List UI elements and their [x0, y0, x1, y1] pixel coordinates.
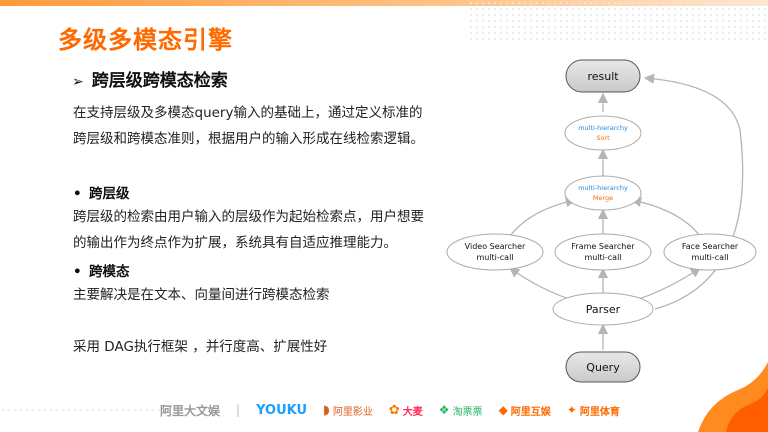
- edge-face-merge: [630, 196, 701, 237]
- frame-searcher-title: Frame Searcher: [571, 242, 635, 251]
- footer-brand-taopiaopiao: ❖淘票票: [438, 403, 483, 418]
- edge-video-merge: [509, 196, 577, 237]
- face-searcher-title: Face Searcher: [682, 242, 739, 251]
- bullet-label: 跨模态: [89, 264, 130, 280]
- edge-parser-face: [629, 267, 702, 303]
- bullet-dot-icon: •: [73, 264, 82, 280]
- video-searcher-sub: multi-call: [476, 253, 513, 262]
- footer-brand-alibaba-pictures: ◗阿里影业: [323, 402, 373, 418]
- footer-brand-alisports: ✦阿里体育: [566, 403, 620, 418]
- merge-node: [564, 175, 642, 211]
- top-gradient-bar: [0, 0, 768, 6]
- bullet-label: 跨层级: [89, 186, 130, 202]
- face-searcher-sub: multi-call: [691, 253, 728, 262]
- result-label: result: [587, 70, 619, 83]
- intro-line-2: 跨层级和跨模态准则，根据用户的输入形成在线检索逻辑。: [73, 131, 424, 147]
- cross-modal-paragraph: 主要解决是在文本、向量间进行跨模态检索: [73, 287, 330, 303]
- alibaba-games-logo-icon: ◆: [498, 403, 508, 417]
- footer-brand-youku: YOUKU: [256, 402, 308, 418]
- corner-flame-decoration: [698, 362, 768, 432]
- dag-paragraph: 采用 DAG执行框架 ，并行度高、扩展性好: [73, 339, 328, 355]
- query-label: Query: [586, 361, 620, 374]
- footer-dotted-line: [0, 409, 160, 411]
- sort-node: [564, 115, 642, 151]
- query-node: [565, 351, 641, 383]
- page-title: 多级多模态引擎: [58, 26, 233, 54]
- merge-top-label: multi-hierarchy: [578, 184, 628, 192]
- video-searcher-title: Video Searcher: [465, 242, 526, 251]
- edge-parser-video: [508, 267, 579, 303]
- parser-label: Parser: [586, 303, 621, 316]
- footer-separator: |: [236, 403, 241, 417]
- intro-line-1: 在支持层级及多模态query输入的基础上，通过定义标准的: [73, 105, 423, 121]
- bullet-cross-level: • 跨层级: [73, 182, 130, 202]
- cross-level-paragraph: 跨层级的检索由用户输入的层级作为起始检索点，用户想要 的输出作为终点作为扩展，系…: [73, 204, 453, 256]
- dot-pattern: [468, 0, 768, 40]
- parser-node: [552, 292, 654, 326]
- bullet-cross-modal: • 跨模态: [73, 260, 130, 280]
- bullet-dot-icon: •: [73, 186, 82, 202]
- arrow-bullet-icon: ➢: [72, 74, 84, 90]
- taopiaopiao-logo-icon: ❖: [438, 403, 450, 417]
- sort-bottom-label: Sort: [596, 134, 610, 142]
- video-searcher-node: [446, 233, 544, 271]
- alisports-logo-icon: ✦: [566, 403, 577, 417]
- face-searcher-node: [663, 233, 757, 271]
- cross-level-line-1: 跨层级的检索由用户输入的层级作为起始检索点，用户想要: [73, 209, 424, 225]
- footer-brand-damai: ✿大麦: [388, 402, 423, 418]
- frame-searcher-node: [554, 233, 652, 271]
- footer-brand-alibaba-ent: 阿里大文娱: [160, 403, 221, 418]
- section-heading: ➢ 跨层级跨模态检索: [72, 66, 228, 91]
- edge-parser-result-loop: [643, 73, 744, 310]
- footer-logos: 阿里大文娱 | YOUKU ◗阿里影业 ✿大麦 ❖淘票票 ◆阿里互娱 ✦阿里体育: [160, 398, 620, 422]
- frame-searcher-sub: multi-call: [584, 253, 621, 262]
- intro-paragraph: 在支持层级及多模态query输入的基础上，通过定义标准的 跨层级和跨模态准则，根…: [73, 100, 453, 152]
- cross-level-line-2: 的输出作为终点作为扩展，系统具有自适应推理能力。: [73, 235, 397, 251]
- section-heading-text: 跨层级跨模态检索: [91, 71, 228, 91]
- dag-diagram: result multi-hierarchy Sort multi-hierar…: [446, 59, 757, 383]
- sort-top-label: multi-hierarchy: [578, 124, 628, 132]
- damai-logo-icon: ✿: [388, 402, 400, 418]
- alibaba-pictures-logo-icon: ◗: [323, 402, 330, 418]
- merge-bottom-label: Merge: [593, 194, 613, 202]
- result-node: [565, 59, 641, 93]
- footer-brand-alibaba-games: ◆阿里互娱: [498, 403, 551, 418]
